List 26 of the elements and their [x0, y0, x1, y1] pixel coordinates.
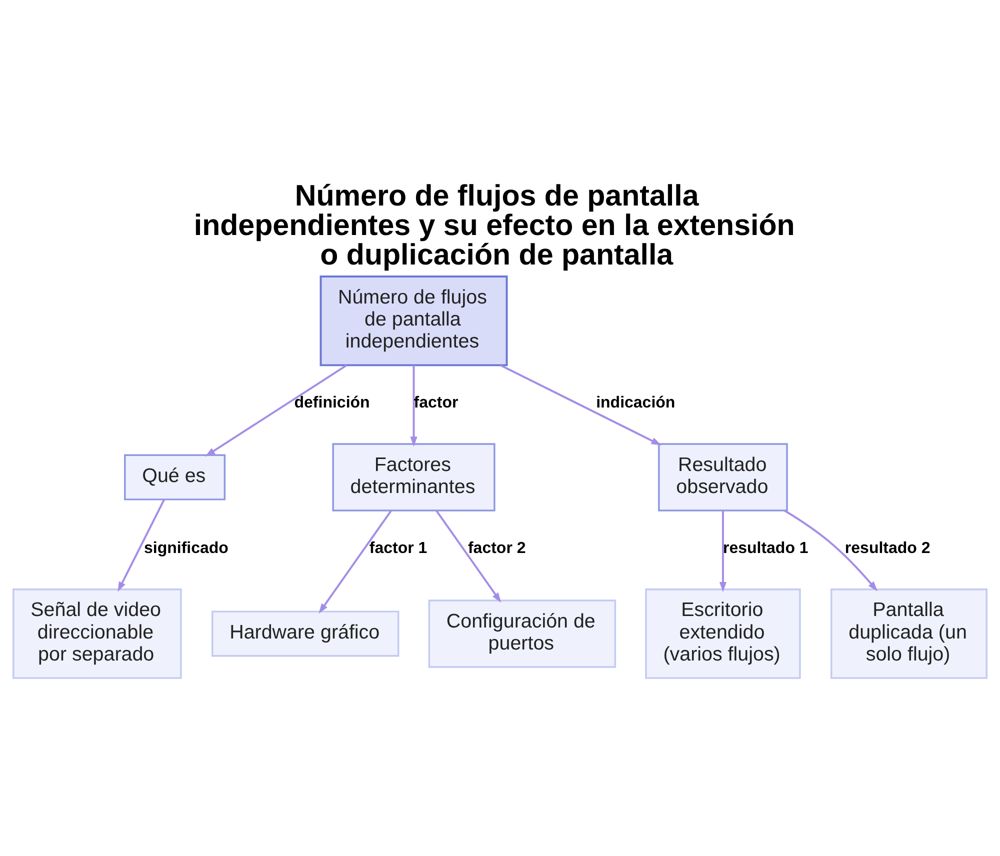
arrow [719, 510, 727, 592]
edge-label: factor 1 [369, 540, 428, 557]
edge-label: resultado 2 [844, 540, 930, 557]
arrow [318, 510, 392, 614]
arrow [205, 364, 348, 457]
arrow [436, 510, 502, 603]
edge-label: significado [144, 540, 228, 557]
arrow [500, 364, 662, 446]
node-box: Número de flujos de pantalla independientes [320, 276, 508, 366]
edge-label: indicación [596, 394, 676, 412]
arrow [410, 365, 418, 447]
arrow [784, 510, 878, 592]
edge-label: factor 2 [468, 540, 526, 557]
node-box: Factores determinantes [332, 443, 496, 512]
node-box: Hardware gráfico [212, 610, 400, 657]
node-box: Escritorio extendido (varios flujos) [645, 588, 801, 679]
diagram-title: Número de flujos de pantalla independientes y su efecto en la extensión o duplicación de pantalla [194, 179, 795, 272]
node-box: Resultado observado [658, 443, 788, 512]
edge-label: definición [294, 394, 370, 412]
arrow [118, 499, 166, 592]
node-box: Qué es [124, 454, 226, 500]
node-box: Pantalla duplicada (un solo flujo) [830, 588, 988, 679]
node-box: Señal de video direccionable por separado [12, 588, 182, 679]
node-box: Configuración de puertos [428, 600, 616, 668]
edge-label: factor [414, 394, 458, 412]
edge-label: resultado 1 [722, 540, 808, 557]
